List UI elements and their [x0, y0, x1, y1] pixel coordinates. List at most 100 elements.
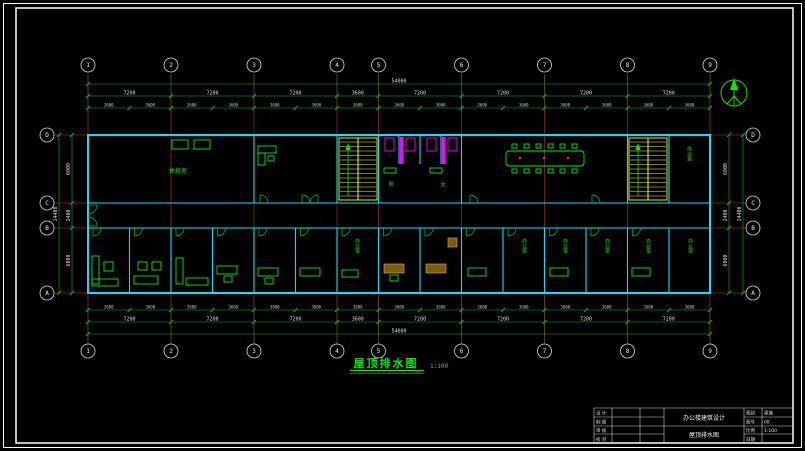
dim-tick	[707, 319, 713, 325]
desk	[631, 267, 651, 277]
room-label: 办公室	[645, 237, 651, 253]
dim-text: 7200	[123, 91, 135, 97]
grid-bubble	[39, 220, 55, 236]
dim-text: 6000	[723, 254, 729, 266]
dim-tick	[459, 319, 464, 325]
north-arrow-tail	[726, 95, 735, 105]
grid-bubble	[537, 57, 552, 73]
grid-bubble-label: C	[751, 200, 755, 207]
dim-text: 6000	[66, 163, 72, 175]
desk	[425, 263, 447, 274]
entrance-door	[87, 204, 98, 215]
outer-border	[3, 3, 802, 448]
door-swing	[632, 227, 641, 237]
door-swing	[301, 194, 311, 204]
dim-tick	[69, 200, 75, 206]
door-swing	[217, 227, 226, 237]
dim-tick	[740, 290, 746, 296]
dim-text: 3600	[270, 103, 280, 108]
chair	[547, 168, 554, 174]
door-swing	[258, 227, 268, 237]
room-label: 男	[388, 182, 393, 188]
dim-text: 3600	[353, 103, 363, 108]
grid-bubble	[329, 343, 345, 359]
door-swing	[591, 194, 601, 204]
sink-counter	[383, 167, 397, 174]
desk	[383, 263, 405, 274]
dim-tick	[210, 105, 215, 111]
dim-text: 6000	[723, 163, 729, 175]
grid-bubble	[454, 343, 469, 359]
dim-text: 3600	[104, 103, 114, 108]
sheet-frame	[3, 3, 802, 448]
dim-tick	[726, 225, 732, 231]
grid-bubble	[246, 57, 262, 73]
dim-text: 3600	[187, 305, 197, 310]
door-swing	[341, 227, 351, 237]
dim-tick	[707, 105, 713, 111]
dim-tick	[251, 105, 257, 111]
dim-tick	[251, 319, 257, 325]
dim-tick	[85, 319, 91, 325]
dim-tick	[625, 307, 630, 313]
room-label: 女	[440, 181, 445, 188]
door-swings	[87, 194, 641, 237]
desk	[257, 152, 266, 166]
dim-tick	[334, 307, 340, 313]
grid-bubble-label: D	[751, 132, 755, 139]
chair	[571, 168, 578, 174]
dim-tick	[376, 307, 381, 313]
grid-bubble	[702, 57, 718, 73]
title-block: 设 计 制 图 审 核 校 对 办公楼建筑设计 屋顶排水图 图别 建施 图号 0…	[593, 407, 793, 443]
dim-tick	[334, 93, 340, 99]
dim-text: 3600	[187, 103, 197, 108]
grid-bubble	[39, 195, 55, 211]
coffee-table	[103, 261, 114, 272]
dim-text: 7200	[414, 91, 426, 97]
grid-bubble	[163, 57, 179, 73]
chair	[223, 275, 233, 283]
dim-tick	[168, 93, 174, 99]
grid-bubble-label: 1	[86, 62, 90, 69]
dim-tick	[740, 132, 746, 138]
grid-bubble-label: 8	[626, 348, 630, 355]
dim-text: 3600	[602, 103, 612, 108]
dim-tick	[334, 105, 340, 111]
dim-text: 3600	[352, 317, 364, 323]
dim-tick	[85, 81, 91, 87]
table-marker	[518, 156, 522, 160]
dim-text: 7200	[123, 317, 135, 323]
chair	[267, 155, 275, 162]
dim-tick	[69, 132, 75, 138]
grid-bubble	[371, 57, 386, 73]
chair	[559, 143, 566, 149]
grid-bubble-label: 9	[708, 348, 712, 355]
chair	[547, 143, 554, 149]
armchair	[151, 261, 162, 271]
room-label: 办公室	[687, 237, 693, 253]
door-swing	[300, 227, 309, 237]
sofa	[175, 257, 184, 285]
dim-text: 7200	[206, 317, 218, 323]
dim-tick	[293, 105, 298, 111]
title-scale: 1:100	[430, 363, 448, 370]
dim-text: 3600	[228, 305, 238, 310]
grid-bubble-label: 4	[335, 348, 339, 355]
sink-counter	[429, 167, 443, 174]
grid-bubble	[246, 343, 262, 359]
grid-bubble	[371, 343, 386, 359]
door-swing	[259, 194, 269, 204]
dim-text: 3600	[560, 305, 570, 310]
titleblock-label: 设 计	[596, 410, 607, 417]
dim-tick	[459, 105, 464, 111]
titleblock-label: 校 对	[596, 436, 607, 443]
dim-text: 3600	[353, 305, 363, 310]
grid-bubble-label: 2	[169, 62, 173, 69]
dim-tick	[666, 105, 672, 111]
chair	[523, 168, 530, 174]
chair	[559, 168, 566, 174]
dim-tick	[542, 93, 547, 99]
dim-tick	[707, 307, 713, 313]
dim-tick	[251, 307, 257, 313]
